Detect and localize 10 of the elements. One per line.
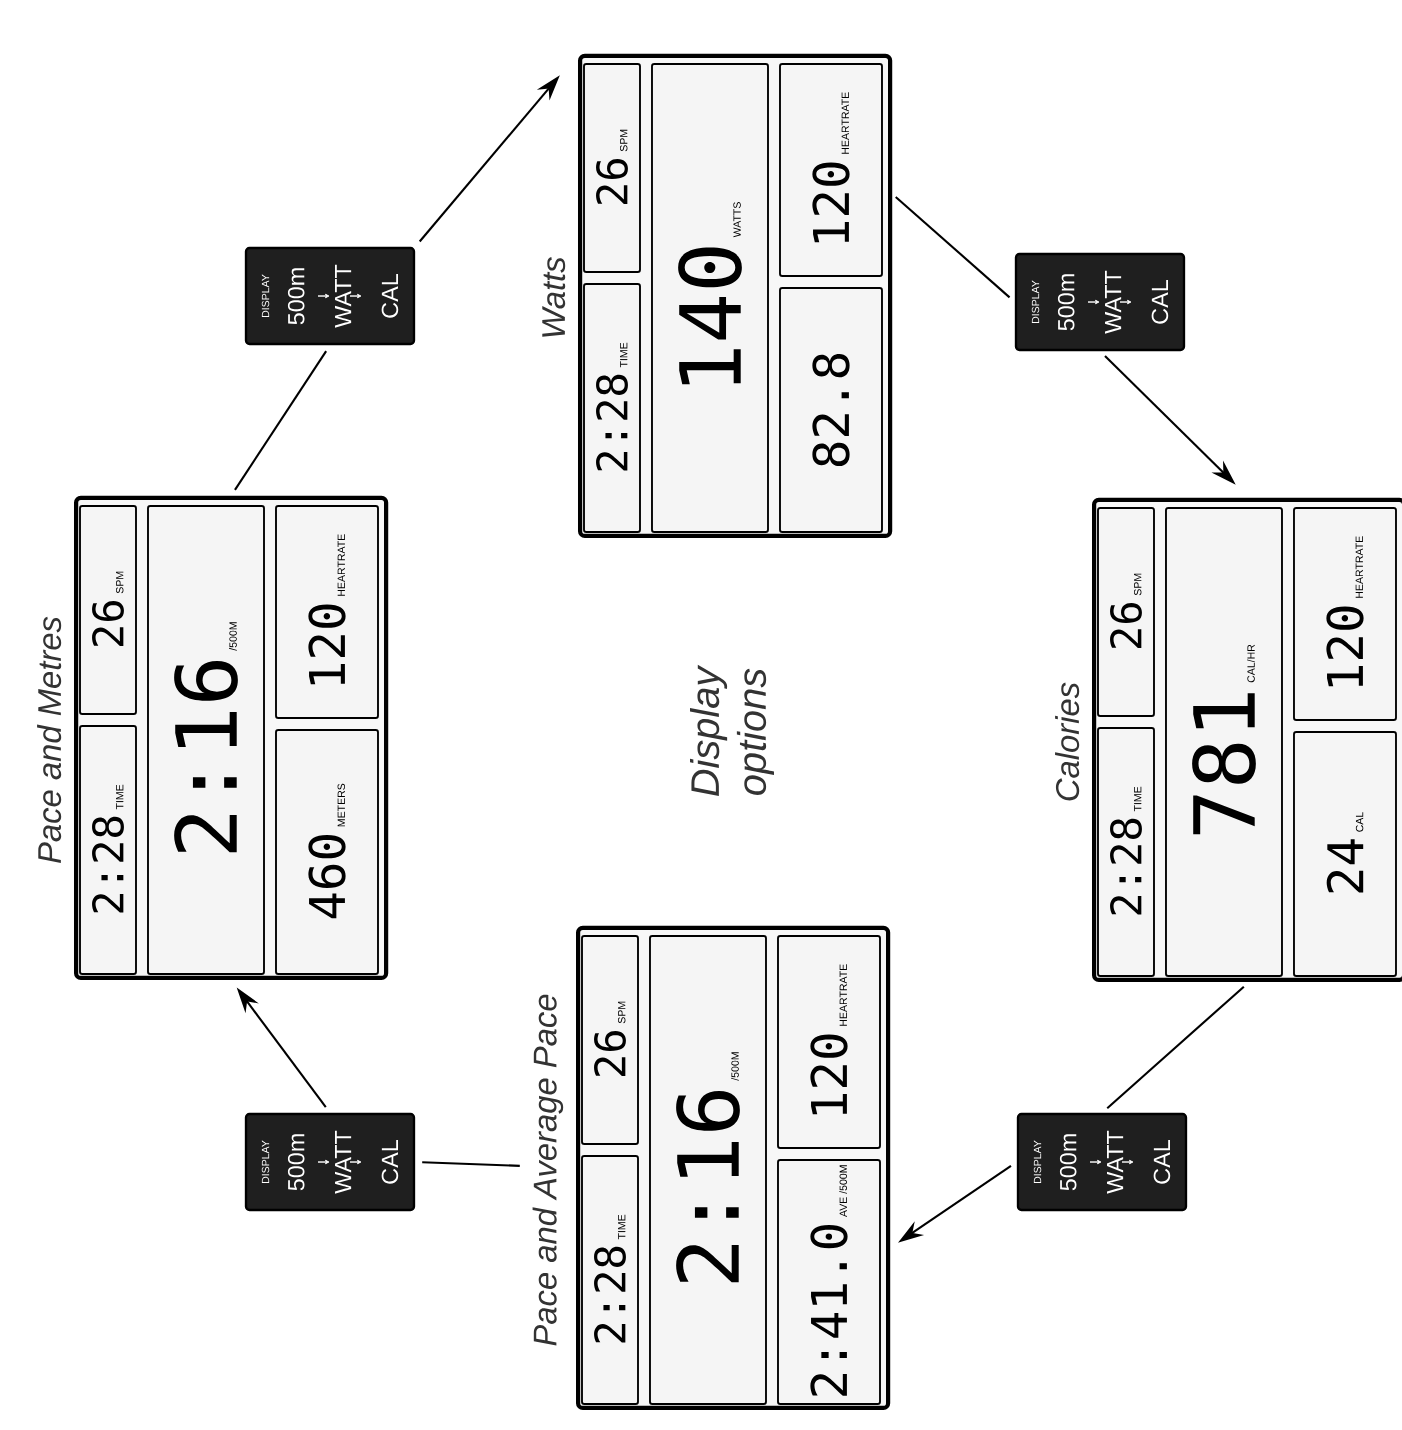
- readout-cell: 82.8: [779, 287, 883, 533]
- node-label: Pace and Metres: [37, 616, 62, 864]
- connector-line: [895, 196, 1011, 299]
- connector-line: [234, 350, 328, 491]
- node-label: Watts: [542, 257, 566, 337]
- connector-line: [1106, 985, 1245, 1109]
- node-label: Pace and Average Pace: [532, 994, 564, 1346]
- connector-line: [422, 1161, 520, 1167]
- center-title: Display options: [690, 664, 774, 797]
- node-label: Calories: [1055, 682, 1080, 801]
